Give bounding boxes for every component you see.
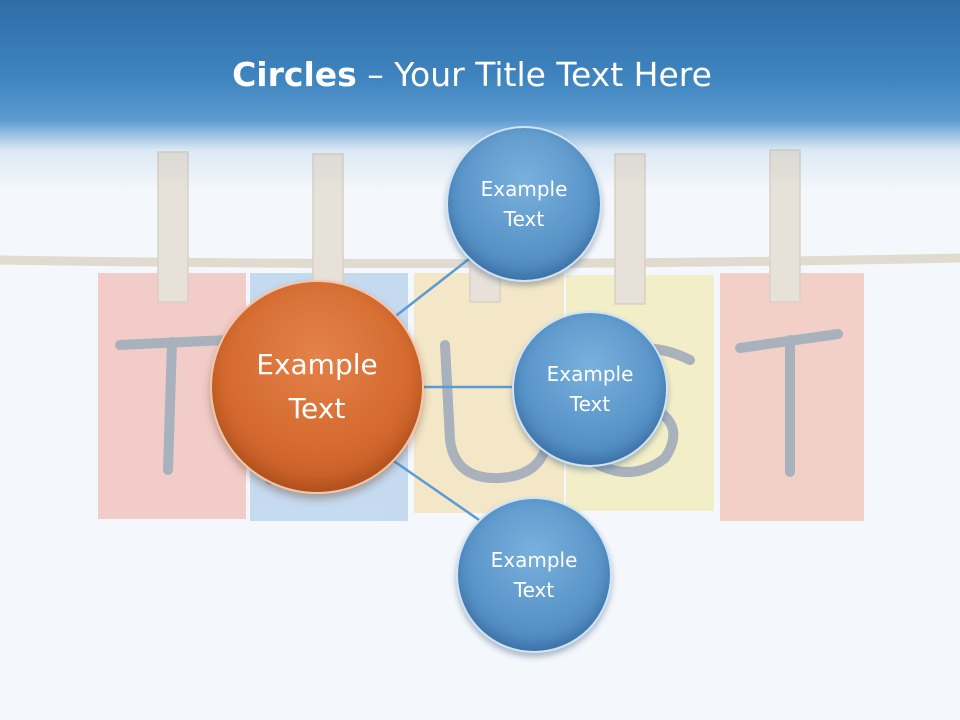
note-card-t2	[720, 273, 864, 521]
node-circle-top[interactable]: Example Text	[446, 126, 602, 282]
center-circle[interactable]: Example Text	[210, 280, 424, 494]
node-circle-top-label: Example Text	[480, 177, 568, 231]
node-circle-bottom-label: Example Text	[490, 548, 578, 602]
node-circle-middle-label: Example Text	[546, 362, 634, 416]
title-rest: – Your Title Text Here	[356, 55, 712, 94]
connector-line-1	[387, 251, 479, 323]
title-bold: Circles	[232, 55, 357, 94]
node-circle-bottom[interactable]: Example Text	[456, 497, 612, 653]
center-circle-label: Example Text	[256, 348, 378, 425]
slide-title: Circles – Your Title Text Here	[0, 52, 944, 98]
node-circle-middle[interactable]: Example Text	[512, 311, 668, 467]
connector-line-3	[387, 455, 483, 524]
